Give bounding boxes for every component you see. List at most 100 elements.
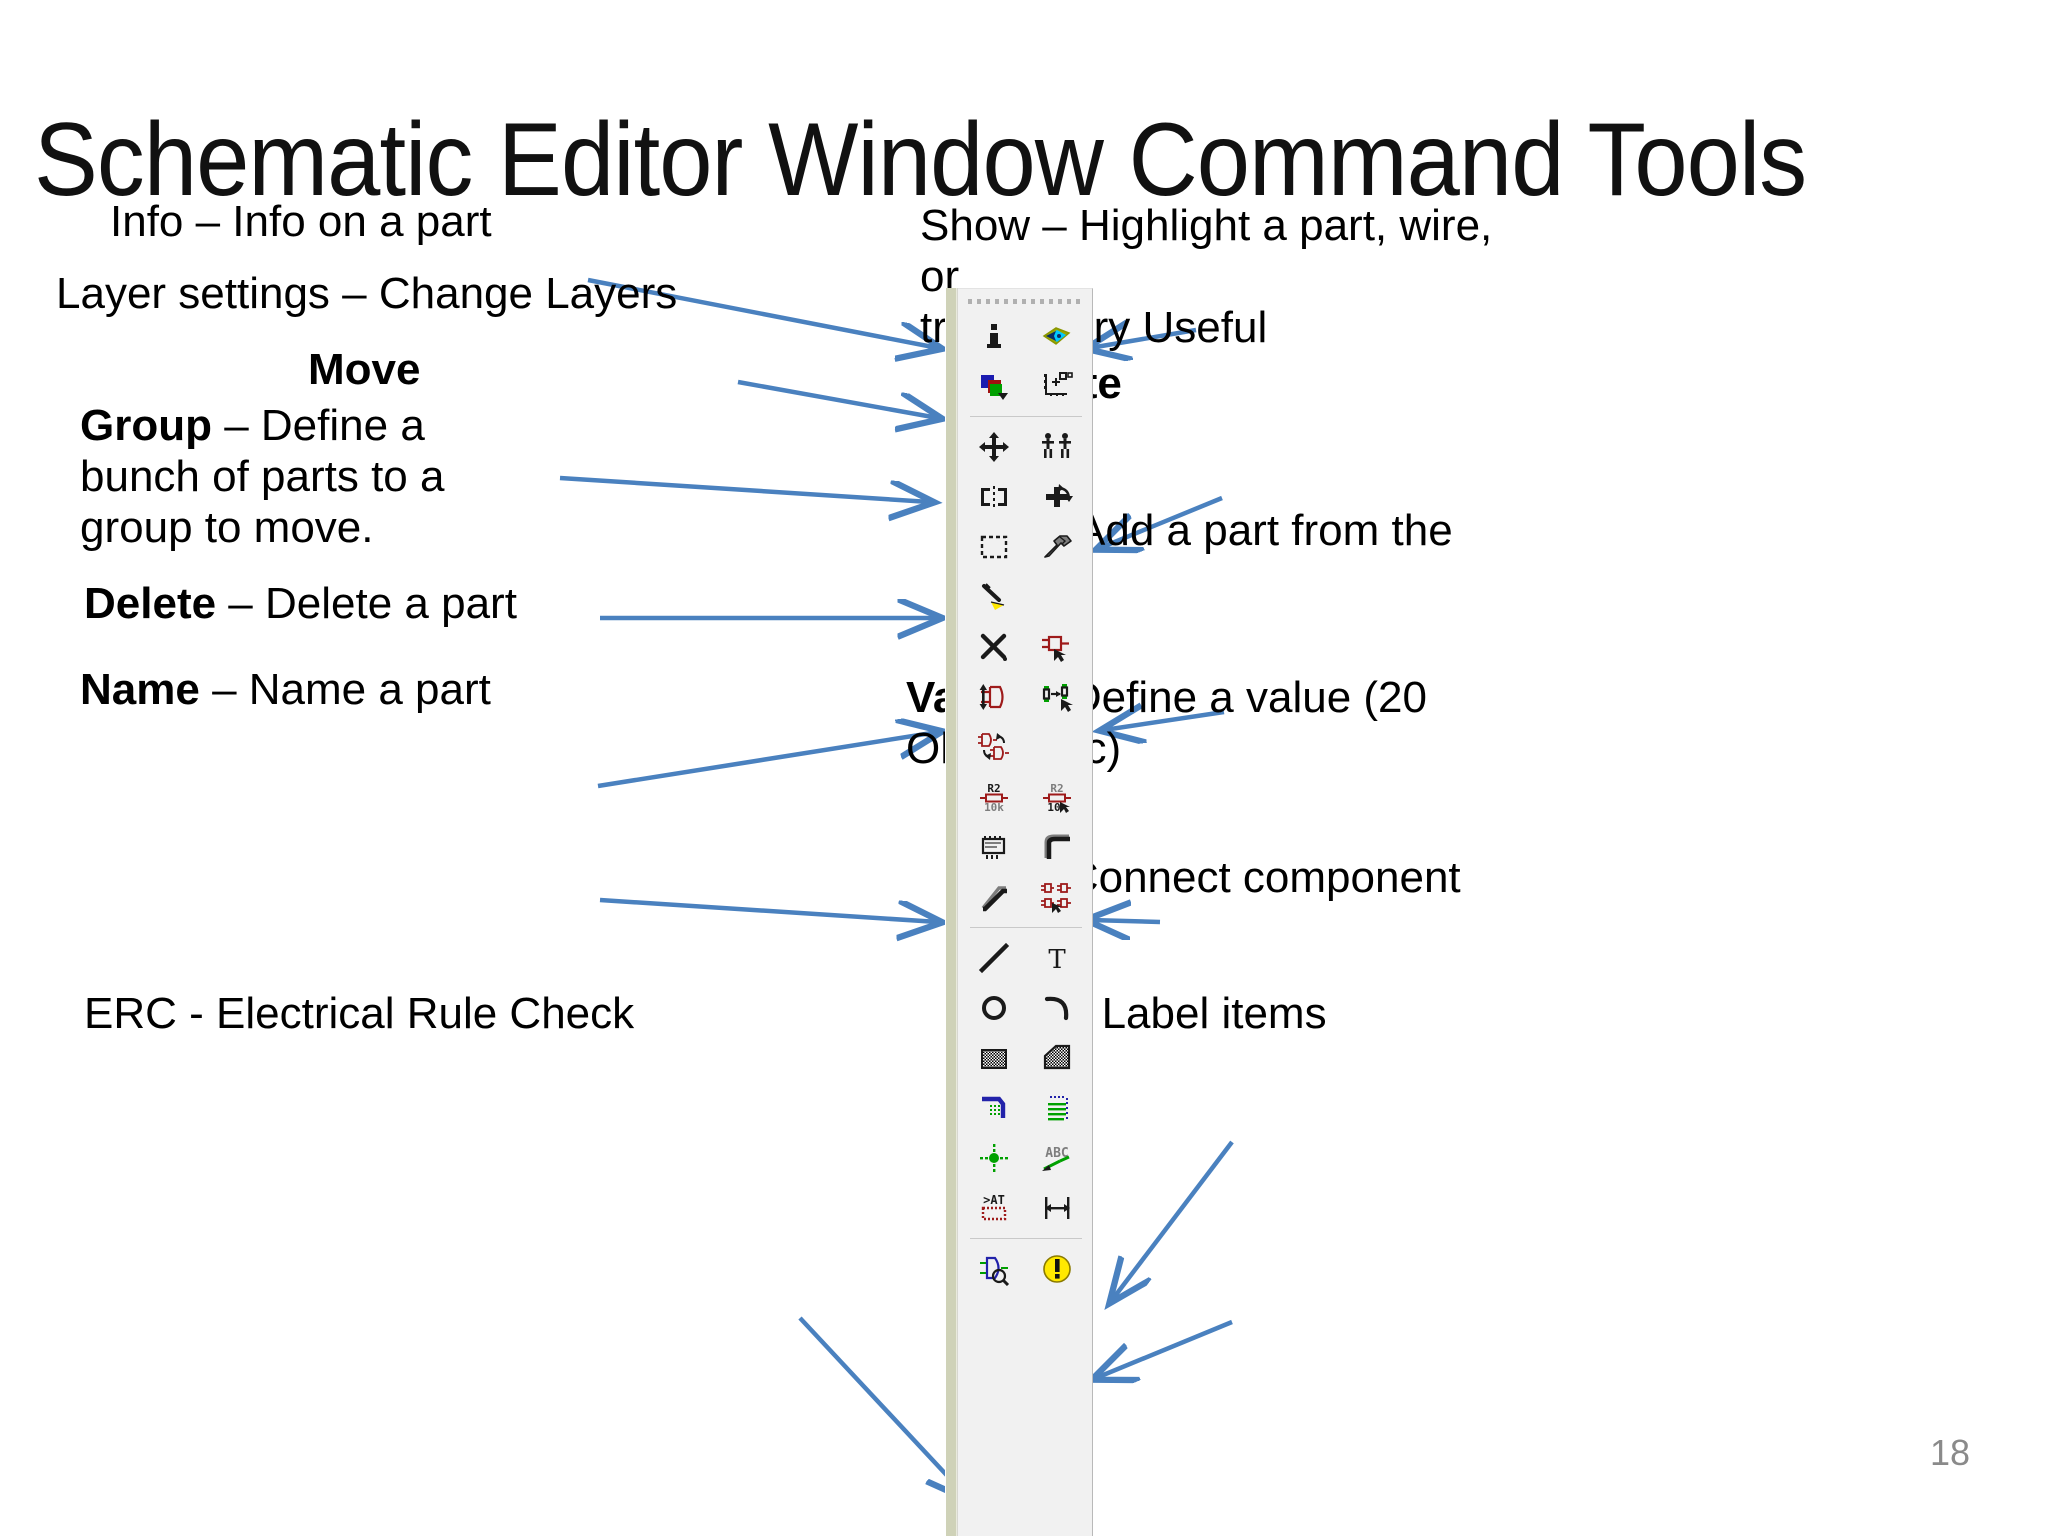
toolbar-button-add[interactable] [1029, 624, 1085, 670]
callout-name-desc: – Name a part [199, 665, 491, 714]
circle-icon [977, 991, 1011, 1025]
toolbar-button-delete[interactable] [966, 624, 1022, 670]
toolbar-button-layer-settings[interactable] [966, 363, 1022, 409]
net-icon [1040, 1091, 1074, 1125]
toolbar-row [958, 622, 1092, 672]
toolbar-row: ABC [958, 1133, 1092, 1183]
toolbar-button-net[interactable] [1029, 1085, 1085, 1131]
toolbar-row [958, 983, 1092, 1033]
junction-icon [977, 1141, 1011, 1175]
attribute-icon: >AT [977, 1191, 1011, 1225]
toolbar-button-paste[interactable] [966, 574, 1022, 620]
toolbar-row [958, 1033, 1092, 1083]
svg-text:10: 10 [1047, 801, 1060, 814]
toolbar-row [958, 722, 1092, 772]
callout-layer-settings: Layer settings – Change Layers [56, 269, 678, 318]
toolbar-row [958, 311, 1092, 361]
group-icon [977, 530, 1011, 564]
delete-icon [977, 630, 1011, 664]
change-icon [1040, 530, 1074, 564]
toolbar-row: T [958, 933, 1092, 983]
toolbar-row [958, 572, 1092, 622]
toolbar-row [958, 1083, 1092, 1133]
svg-text:10k: 10k [984, 801, 1004, 814]
callout-name-term: Name [80, 665, 200, 714]
toolbar-row [958, 472, 1092, 522]
toolbar-button-split[interactable] [966, 874, 1022, 920]
dimension-icon [1040, 1191, 1074, 1225]
callout-delete: Delete – Delete a part [84, 578, 704, 629]
toolbar-button-smash[interactable] [966, 824, 1022, 870]
toolbar-button-grid[interactable] [1029, 363, 1085, 409]
svg-text:ABC: ABC [1045, 1146, 1068, 1161]
callout-group-desc: – Define a bunch of parts to a group to … [80, 401, 445, 553]
toolbar-button-mirror[interactable] [966, 474, 1022, 520]
toolbar-button-label[interactable]: ABC [1029, 1135, 1085, 1181]
toolbar-row [958, 672, 1092, 722]
toolbar-button-invoke[interactable] [1029, 874, 1085, 920]
toolbar-button-bus[interactable] [966, 1085, 1022, 1131]
svg-text:R2: R2 [1050, 782, 1063, 795]
move-icon [977, 430, 1011, 464]
toolbar-button-line[interactable] [966, 935, 1022, 981]
page-title: Schematic Editor Window Command Tools [34, 102, 1807, 218]
grid-icon [1040, 369, 1074, 403]
copy-icon [1040, 430, 1074, 464]
callout-net-desc: – Connect component [1017, 853, 1461, 902]
gateswap-icon [977, 730, 1011, 764]
callout-group: Group – Define a bunch of parts to a gro… [80, 400, 470, 553]
replace-icon [1040, 680, 1074, 714]
toolbar-button-change[interactable] [1029, 524, 1085, 570]
show-icon [1040, 319, 1074, 353]
label-icon: ABC [1040, 1141, 1074, 1175]
toolbar-button-polygon[interactable] [1029, 1035, 1085, 1081]
bus-icon [977, 1091, 1011, 1125]
toolbar-button-rect[interactable] [966, 1035, 1022, 1081]
toolbar-button-show[interactable] [1029, 313, 1085, 359]
svg-text:R2: R2 [987, 782, 1000, 795]
toolbar-row [958, 361, 1092, 411]
toolbar-drag-handle[interactable] [945, 288, 958, 1536]
mirror-icon [977, 480, 1011, 514]
toolbar-button-circle[interactable] [966, 985, 1022, 1031]
smash-icon [977, 830, 1011, 864]
toolbar-button-erc[interactable] [966, 1246, 1022, 1292]
add-icon [1040, 630, 1074, 664]
toolbar-button-arc[interactable] [1029, 985, 1085, 1031]
toolbar-button-pinswap[interactable] [966, 674, 1022, 720]
toolbar-button-text[interactable]: T [1029, 935, 1085, 981]
toolbar-button-attribute[interactable]: >AT [966, 1185, 1022, 1231]
callout-erc: ERC - Electrical Rule Check [84, 989, 635, 1038]
toolbar-grip-dots[interactable] [968, 295, 1084, 309]
layer-settings-icon [977, 369, 1011, 403]
toolbar-button-dimension[interactable] [1029, 1185, 1085, 1231]
toolbar-button-errors[interactable] [1029, 1246, 1085, 1292]
toolbar-button-replace[interactable] [1029, 674, 1085, 720]
toolbar-button-copy[interactable] [1029, 424, 1085, 470]
toolbar-row [958, 522, 1092, 572]
info-icon [977, 319, 1011, 353]
arc-icon [1040, 991, 1074, 1025]
erc-icon [977, 1252, 1011, 1286]
toolbar-button-gateswap[interactable] [966, 724, 1022, 770]
invoke-icon [1040, 880, 1074, 914]
svg-text:T: T [1048, 945, 1066, 975]
toolbar-button-miter[interactable] [1029, 824, 1085, 870]
toolbar-button-group[interactable] [966, 524, 1022, 570]
miter-icon [1040, 830, 1074, 864]
toolbar-button-rotate[interactable] [1029, 474, 1085, 520]
toolbar-button-junction[interactable] [966, 1135, 1022, 1181]
paste-icon [977, 580, 1011, 614]
toolbar-button-move[interactable] [966, 424, 1022, 470]
toolbar-button-info[interactable] [966, 313, 1022, 359]
callout-delete-term: Delete [84, 579, 217, 628]
rotate-icon [1040, 480, 1074, 514]
errors-icon [1040, 1252, 1074, 1286]
